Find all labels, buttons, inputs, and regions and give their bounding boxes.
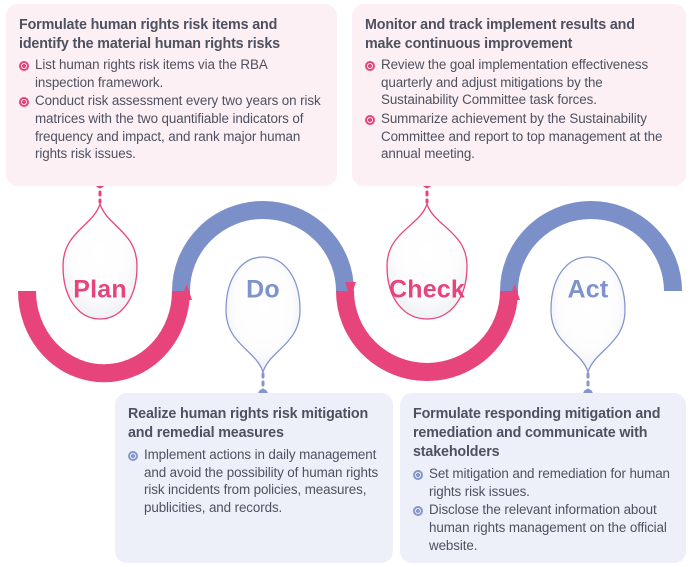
balloon-do[interactable] <box>225 256 301 375</box>
list-item: Conduct risk assessment every two years … <box>19 92 323 163</box>
card-plan-bullets: List human rights risk items via the RBA… <box>19 56 323 163</box>
card-check-title: Monitor and track implement results and … <box>365 17 635 52</box>
pdca-cycle-graphic <box>18 186 682 399</box>
ribbon-arc-act <box>500 201 682 292</box>
card-do-bullets: Implement actions in daily management an… <box>128 446 379 517</box>
card-do: Realize human rights risk mitigation and… <box>115 393 393 563</box>
list-item: Set mitigation and remediation for human… <box>413 465 672 500</box>
ribbon-arc-check <box>336 290 518 381</box>
card-act: Formulate responding mitigation and reme… <box>400 393 686 563</box>
card-check: Monitor and track implement results and … <box>352 4 686 186</box>
connector-dot-check <box>423 186 431 188</box>
connector-plan <box>96 186 104 204</box>
list-item: List human rights risk items via the RBA… <box>19 56 323 91</box>
list-item: Review the goal implementation effective… <box>365 56 672 109</box>
balloon-act[interactable] <box>550 256 626 375</box>
connector-check <box>423 186 431 204</box>
card-check-bullets: Review the goal implementation effective… <box>365 56 672 163</box>
card-plan-title: Formulate human rights risk items and id… <box>19 17 280 52</box>
card-plan: Formulate human rights risk items and id… <box>6 4 337 186</box>
cycle-ribbon <box>18 201 682 383</box>
balloon-plan[interactable] <box>62 201 138 320</box>
ribbon-joint-markers <box>181 282 520 300</box>
ribbon-arc-plan <box>18 290 190 383</box>
list-item: Summarize achievement by the Sustainabil… <box>365 110 672 163</box>
list-item: Disclose the relevant information about … <box>413 501 672 554</box>
card-do-title: Realize human rights risk mitigation and… <box>128 406 369 441</box>
ribbon-arc-do <box>172 201 354 292</box>
card-act-title: Formulate responding mitigation and reme… <box>413 406 661 460</box>
card-act-bullets: Set mitigation and remediation for human… <box>413 465 672 554</box>
connector-dot-plan <box>96 186 104 188</box>
balloon-check[interactable] <box>386 201 468 320</box>
list-item: Implement actions in daily management an… <box>128 446 379 517</box>
